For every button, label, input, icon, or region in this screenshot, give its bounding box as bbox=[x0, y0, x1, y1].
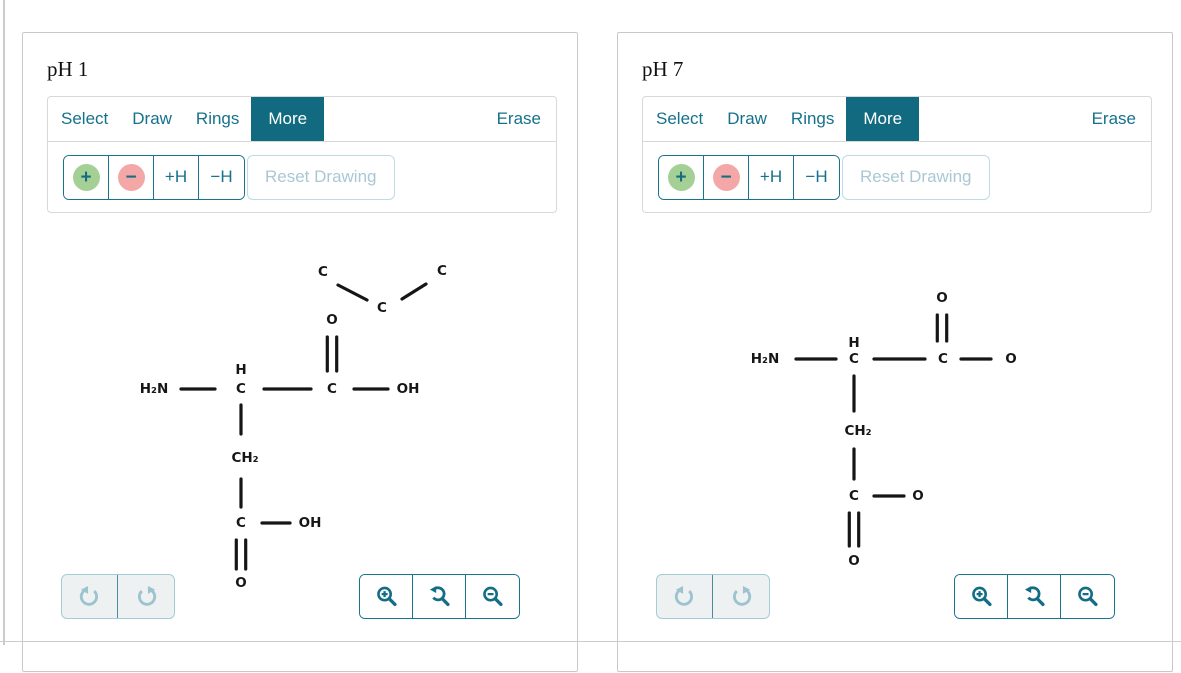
zoom-out-button[interactable] bbox=[1061, 575, 1114, 618]
zoom-controls-group bbox=[954, 574, 1115, 619]
charge-hydrogen-button-group: + − +H −H bbox=[658, 154, 840, 200]
single-bond[interactable] bbox=[336, 283, 369, 302]
remove-hydrogen-button[interactable]: −H bbox=[199, 155, 244, 199]
ph-panels-container: pH 1 Select Draw Rings More Erase + − +H… bbox=[22, 32, 1173, 672]
redo-icon bbox=[732, 585, 751, 606]
tab-rings[interactable]: Rings bbox=[195, 109, 240, 128]
tab-rings[interactable]: Rings bbox=[790, 109, 835, 128]
add-charge-button[interactable]: + bbox=[64, 155, 109, 199]
atom-label[interactable]: H bbox=[848, 335, 859, 351]
minus-circle-icon: − bbox=[117, 163, 145, 191]
undo-redo-group bbox=[656, 574, 770, 619]
plus-circle-icon: + bbox=[72, 163, 100, 191]
minus-circle-icon: − bbox=[712, 163, 740, 191]
add-hydrogen-button[interactable]: +H bbox=[749, 155, 794, 199]
add-charge-button[interactable]: + bbox=[659, 155, 704, 199]
atom-label[interactable]: C bbox=[236, 381, 246, 397]
single-bond[interactable] bbox=[400, 282, 428, 301]
atom-label[interactable]: O bbox=[912, 488, 923, 504]
undo-button[interactable] bbox=[657, 575, 713, 618]
plus-circle-icon: + bbox=[667, 163, 695, 191]
undo-icon bbox=[79, 585, 99, 606]
redo-button[interactable] bbox=[713, 575, 769, 618]
remove-charge-button[interactable]: − bbox=[704, 155, 749, 199]
atom-label[interactable]: O bbox=[848, 553, 859, 569]
drawing-toolbar-tabs: Select Draw Rings More Erase bbox=[642, 96, 1152, 142]
atom-label[interactable]: O bbox=[326, 312, 337, 328]
atom-label[interactable]: CH₂ bbox=[844, 423, 871, 439]
atom-label[interactable]: C bbox=[327, 381, 337, 397]
drawing-toolbar-tabs: Select Draw Rings More Erase bbox=[47, 96, 557, 142]
magnifier-minus-icon bbox=[483, 586, 503, 607]
undo-icon bbox=[674, 585, 694, 606]
atom-label[interactable]: C bbox=[938, 351, 948, 367]
atom-label[interactable]: C bbox=[318, 264, 328, 280]
tab-spacer bbox=[919, 97, 1079, 141]
magnifier-plus-icon bbox=[376, 586, 397, 607]
more-tools-row: + − +H −H Reset Drawing bbox=[642, 142, 1152, 213]
atom-label[interactable]: C bbox=[377, 300, 387, 316]
atom-label[interactable]: C bbox=[849, 351, 859, 367]
zoom-in-button[interactable] bbox=[360, 575, 413, 618]
tab-erase[interactable]: Erase bbox=[1091, 109, 1136, 128]
atom-label[interactable]: O bbox=[936, 290, 947, 306]
magnifier-reset-icon bbox=[1024, 586, 1045, 607]
reset-drawing-button[interactable]: Reset Drawing bbox=[842, 154, 990, 200]
redo-icon bbox=[137, 585, 156, 606]
atom-label[interactable]: H₂N bbox=[140, 381, 169, 397]
tab-spacer bbox=[324, 97, 484, 141]
reset-drawing-button[interactable]: Reset Drawing bbox=[247, 154, 395, 200]
atom-label[interactable]: O bbox=[1005, 351, 1016, 367]
panel-ph-1: pH 1 Select Draw Rings More Erase + − +H… bbox=[22, 32, 578, 672]
zoom-out-button[interactable] bbox=[466, 575, 519, 618]
zoom-reset-button[interactable] bbox=[1008, 575, 1061, 618]
remove-hydrogen-button[interactable]: −H bbox=[794, 155, 839, 199]
atom-label[interactable]: O bbox=[235, 575, 246, 591]
magnifier-plus-icon bbox=[971, 586, 992, 607]
zoom-in-button[interactable] bbox=[955, 575, 1008, 618]
panel-title: pH 1 bbox=[47, 57, 89, 81]
atom-label[interactable]: C bbox=[849, 488, 859, 504]
more-tools-row: + − +H −H Reset Drawing bbox=[47, 142, 557, 213]
atom-label[interactable]: H bbox=[235, 362, 246, 378]
tab-select[interactable]: Select bbox=[61, 109, 109, 128]
undo-button[interactable] bbox=[62, 575, 118, 618]
undo-redo-group bbox=[61, 574, 175, 619]
add-hydrogen-button[interactable]: +H bbox=[154, 155, 199, 199]
atom-label[interactable]: OH bbox=[299, 515, 322, 531]
charge-hydrogen-button-group: + − +H −H bbox=[63, 154, 245, 200]
atom-label[interactable]: H₂N bbox=[751, 351, 780, 367]
tab-draw[interactable]: Draw bbox=[132, 109, 172, 128]
page-bottom-rule bbox=[0, 641, 1181, 642]
magnifier-minus-icon bbox=[1078, 586, 1098, 607]
tab-more[interactable]: More bbox=[251, 97, 325, 141]
zoom-reset-button[interactable] bbox=[413, 575, 466, 618]
page-left-rule bbox=[3, 0, 5, 645]
atom-label[interactable]: C bbox=[236, 515, 246, 531]
atom-label[interactable]: C bbox=[437, 263, 447, 279]
panel-title: pH 7 bbox=[642, 57, 684, 81]
redo-button[interactable] bbox=[118, 575, 174, 618]
atom-label[interactable]: OH bbox=[397, 381, 420, 397]
tab-more[interactable]: More bbox=[846, 97, 920, 141]
tab-erase[interactable]: Erase bbox=[496, 109, 541, 128]
tab-select[interactable]: Select bbox=[656, 109, 704, 128]
tab-draw[interactable]: Draw bbox=[727, 109, 767, 128]
atom-label[interactable]: CH₂ bbox=[231, 450, 258, 466]
remove-charge-button[interactable]: − bbox=[109, 155, 154, 199]
magnifier-reset-icon bbox=[429, 586, 450, 607]
zoom-controls-group bbox=[359, 574, 520, 619]
panel-ph-7: pH 7 Select Draw Rings More Erase + − +H… bbox=[617, 32, 1173, 672]
